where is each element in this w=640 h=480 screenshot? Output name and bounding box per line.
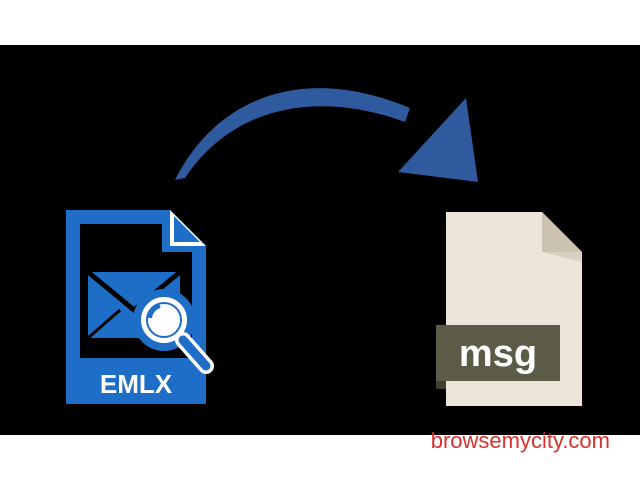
emlx-file-icon: EMLX: [66, 210, 214, 404]
emlx-file-label: EMLX: [100, 369, 173, 399]
msg-label-band: [436, 325, 560, 381]
curved-arrow-icon: [175, 88, 478, 182]
magnifier-icon: [133, 289, 214, 374]
msg-file-label: msg: [459, 333, 537, 375]
msg-file-icon: msg: [436, 212, 582, 406]
watermark-text: browsemycity.com: [430, 428, 610, 453]
